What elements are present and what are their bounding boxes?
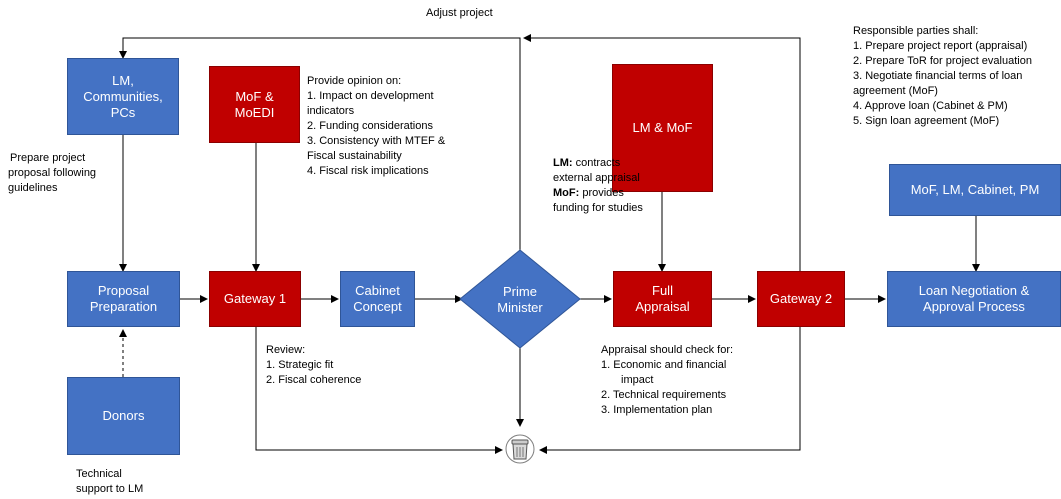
lm-mof-box: LM & MoF [612, 64, 713, 192]
prime-minister-diamond [459, 249, 581, 349]
prime-minister-label: Prime Minister [497, 284, 543, 315]
lm-communities-pcs-box: LM, Communities, PCs [67, 58, 179, 135]
cabinet-concept-box: Cabinet Concept [340, 271, 415, 327]
review-note: Review: 1. Strategic fit 2. Fiscal coher… [266, 344, 362, 386]
mof-moedi-box: MoF & MoEDI [209, 66, 300, 143]
adjust-project-label: Adjust project [426, 7, 493, 19]
appraisal-check-note: Appraisal should check for: 1. Economic … [601, 344, 734, 416]
prepare-proposal-note: Prepare project proposal following guide… [8, 152, 97, 194]
gateway2-reject-line [539, 327, 801, 454]
responsible-parties-note: Responsible parties shall: 1. Prepare pr… [853, 25, 1032, 127]
provide-opinion-note: Provide opinion on: 1. Impact on develop… [307, 75, 446, 177]
loan-parties-box: MoF, LM, Cabinet, PM [889, 164, 1061, 216]
donors-box: Donors [67, 377, 180, 455]
gateway2-box: Gateway 2 [757, 271, 845, 327]
gateway1-reject-line [255, 327, 503, 454]
adjust-project-line [119, 37, 521, 250]
technical-support-note: Technical support to LM [76, 468, 144, 495]
loan-negotiation-box: Loan Negotiation & Approval Process [887, 271, 1061, 327]
full-appraisal-box: Full Appraisal [613, 271, 712, 327]
lm-mof-roles-note: LM: contracts external appraisal MoF: pr… [553, 157, 643, 214]
gateway2-return-line [523, 34, 801, 271]
trash-bin-icon [505, 434, 535, 464]
gateway1-box: Gateway 1 [209, 271, 301, 327]
proposal-preparation-box: Proposal Preparation [67, 271, 180, 327]
